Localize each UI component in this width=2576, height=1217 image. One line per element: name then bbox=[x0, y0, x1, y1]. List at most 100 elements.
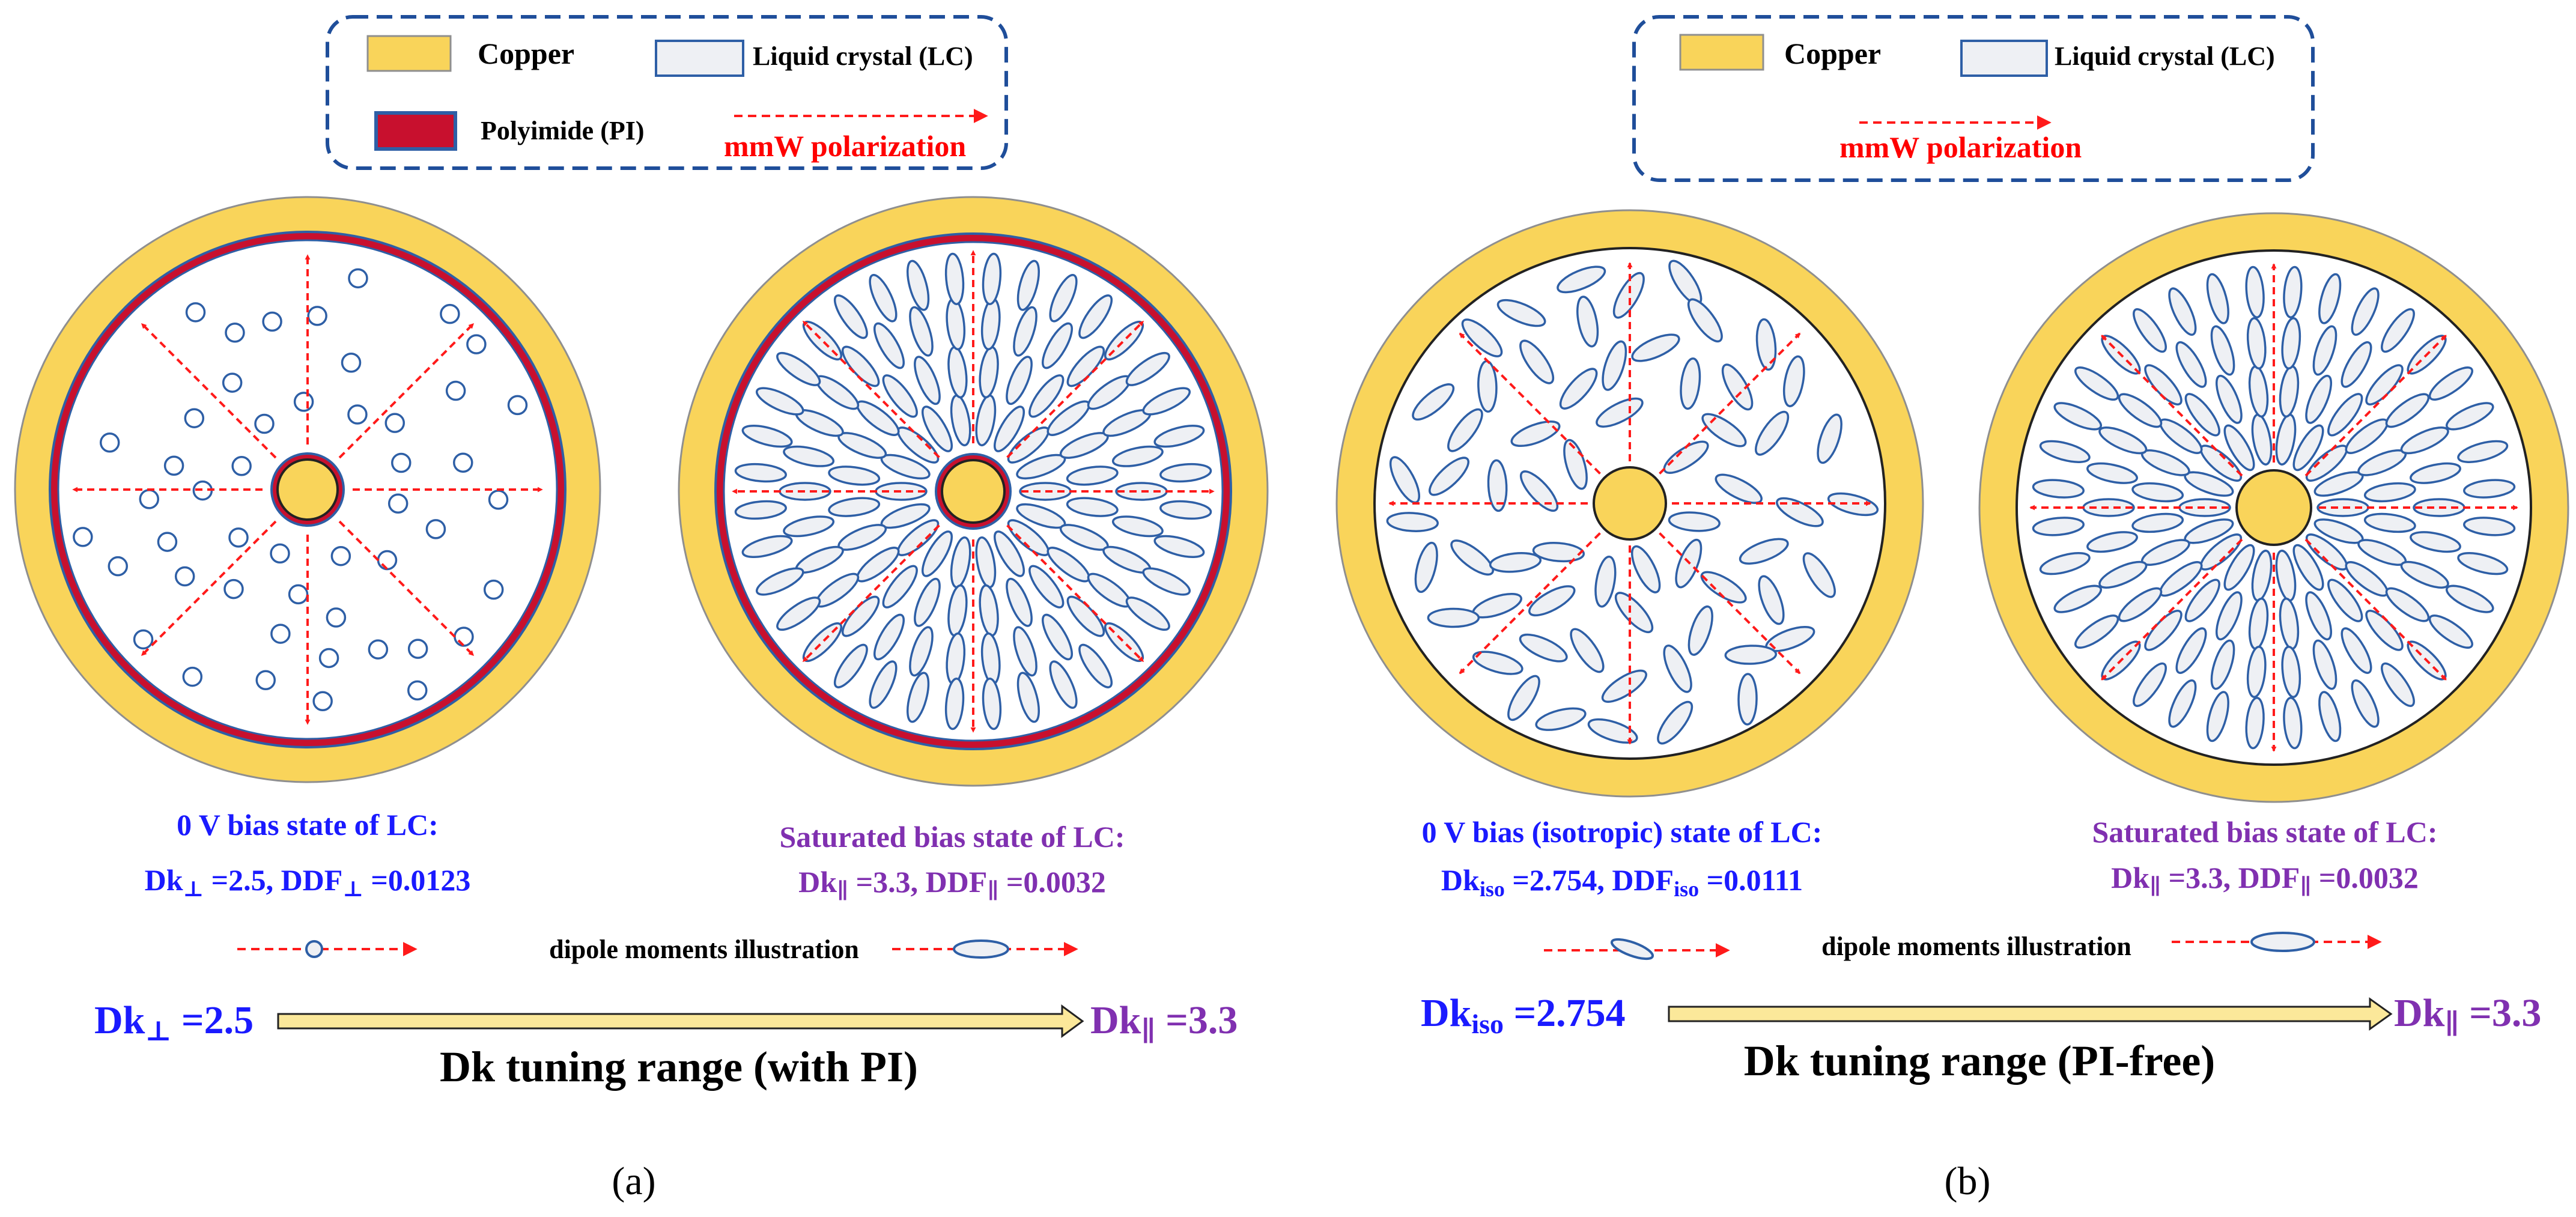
lc-molecule bbox=[2118, 587, 2163, 622]
lc-molecule bbox=[2463, 479, 2516, 499]
lc-molecule bbox=[1782, 355, 1805, 407]
lc-molecule bbox=[1049, 660, 1078, 709]
lc-molecule bbox=[312, 691, 333, 711]
lc-molecule bbox=[1663, 645, 1692, 693]
lc-molecule bbox=[741, 535, 793, 558]
lc-molecule bbox=[2175, 341, 2207, 388]
lc-molecule bbox=[2400, 426, 2449, 455]
lc-swatch bbox=[655, 40, 744, 77]
lc-molecule bbox=[1153, 535, 1205, 558]
lc-molecule bbox=[2223, 544, 2255, 591]
lc-molecule bbox=[184, 408, 205, 428]
lc-molecule bbox=[1429, 457, 1469, 496]
lc-molecule bbox=[1668, 511, 1721, 532]
lc-molecule bbox=[755, 387, 804, 416]
lc-molecule bbox=[2351, 679, 2380, 728]
lc-molecule bbox=[445, 380, 466, 401]
lc-molecule bbox=[2327, 393, 2363, 437]
state-title-saturated: Saturated bias state of LC: bbox=[780, 820, 1125, 854]
lc-molecule bbox=[2184, 578, 2220, 622]
lc-molecule bbox=[1687, 605, 1713, 656]
lc-molecule bbox=[2086, 462, 2138, 484]
lc-molecule bbox=[1510, 420, 1561, 448]
lc-molecule bbox=[2312, 639, 2338, 690]
lc-molecule bbox=[2215, 591, 2243, 641]
legend-border bbox=[326, 15, 1008, 170]
coax-cross-section-b-isotropic bbox=[1335, 209, 1924, 798]
lc-molecule bbox=[307, 306, 327, 326]
lc-molecule bbox=[2206, 691, 2229, 742]
lc-molecule bbox=[1519, 633, 1568, 663]
lc-molecule bbox=[1701, 413, 1747, 448]
inner-copper-conductor bbox=[1593, 466, 1667, 541]
lc-molecule bbox=[1612, 272, 1645, 319]
lc-molecule bbox=[2341, 341, 2372, 388]
lc-molecule bbox=[2457, 440, 2509, 463]
lc-molecule bbox=[1013, 626, 1037, 677]
legend-pi-label: Polyimide (PI) bbox=[481, 116, 645, 145]
lc-molecule bbox=[2210, 325, 2235, 376]
lc-molecule bbox=[1776, 497, 1824, 527]
lc-molecule bbox=[734, 463, 787, 483]
lc-molecule bbox=[2215, 374, 2243, 424]
lc-molecule bbox=[2351, 287, 2380, 336]
lc-molecule bbox=[882, 374, 918, 418]
lc-molecule bbox=[2445, 402, 2494, 431]
lc-molecule bbox=[293, 392, 314, 412]
legend-copper-label: Copper bbox=[1784, 37, 1881, 70]
lc-molecule bbox=[1657, 700, 1694, 745]
inner-copper-conductor bbox=[941, 459, 1006, 524]
lc-molecule bbox=[347, 404, 368, 425]
lc-molecule bbox=[828, 497, 881, 517]
lc-molecule bbox=[1142, 387, 1191, 416]
lc-molecule bbox=[828, 466, 881, 486]
lc-molecule bbox=[1496, 299, 1546, 327]
lc-molecule bbox=[833, 294, 868, 339]
lc-molecule bbox=[488, 490, 509, 510]
lc-molecule bbox=[2206, 273, 2229, 324]
legend-pol-label: mmW polarization bbox=[1839, 130, 2082, 164]
lc-molecule bbox=[1066, 466, 1119, 486]
lc-molecule bbox=[1111, 445, 1164, 467]
lc-molecule bbox=[407, 680, 428, 701]
lc-molecule bbox=[330, 545, 351, 566]
lc-molecule bbox=[2292, 544, 2324, 591]
lc-molecule bbox=[2385, 393, 2430, 428]
panel-caption: (a) bbox=[612, 1159, 655, 1203]
lc-molecule bbox=[907, 672, 930, 723]
lc-molecule bbox=[1412, 383, 1455, 421]
lc-swatch bbox=[1960, 40, 2048, 77]
lc-molecule bbox=[994, 530, 1025, 577]
lc-molecule bbox=[1507, 675, 1540, 721]
lc-molecule bbox=[2445, 584, 2494, 613]
lc-molecule bbox=[1559, 368, 1598, 410]
copper-swatch bbox=[1679, 34, 1764, 71]
lc-molecule bbox=[2327, 578, 2363, 622]
lc-molecule bbox=[873, 613, 905, 661]
lc-molecule bbox=[1602, 340, 1627, 391]
lc-molecule bbox=[2053, 402, 2103, 431]
polarization-arrow bbox=[338, 520, 475, 657]
polarization-arrow bbox=[1459, 332, 1601, 475]
lc-molecule bbox=[1724, 645, 1778, 665]
lc-molecule bbox=[982, 252, 1002, 305]
lc-molecule bbox=[174, 566, 195, 587]
lc-molecule bbox=[2463, 517, 2516, 536]
lc-molecule bbox=[1519, 339, 1555, 384]
lc-molecule bbox=[1450, 539, 1494, 576]
lc-molecule bbox=[326, 607, 347, 628]
lc-molecule bbox=[254, 413, 275, 434]
legend-panel-a: Copper Liquid crystal (LC) Polyimide (PI… bbox=[326, 15, 1008, 170]
lc-molecule bbox=[2318, 691, 2342, 742]
lc-molecule bbox=[755, 567, 804, 596]
lc-molecule bbox=[1016, 259, 1040, 311]
lc-molecule bbox=[2168, 679, 2197, 728]
lc-molecule bbox=[776, 351, 821, 386]
dipole-label: dipole moments illustration bbox=[1821, 932, 2131, 961]
state-title-unbiased: 0 V bias state of LC: bbox=[177, 808, 439, 842]
lc-molecule bbox=[1013, 306, 1037, 357]
lc-molecule bbox=[1142, 567, 1191, 596]
lc-molecule bbox=[1563, 439, 1588, 490]
lc-molecule bbox=[1596, 397, 1644, 428]
